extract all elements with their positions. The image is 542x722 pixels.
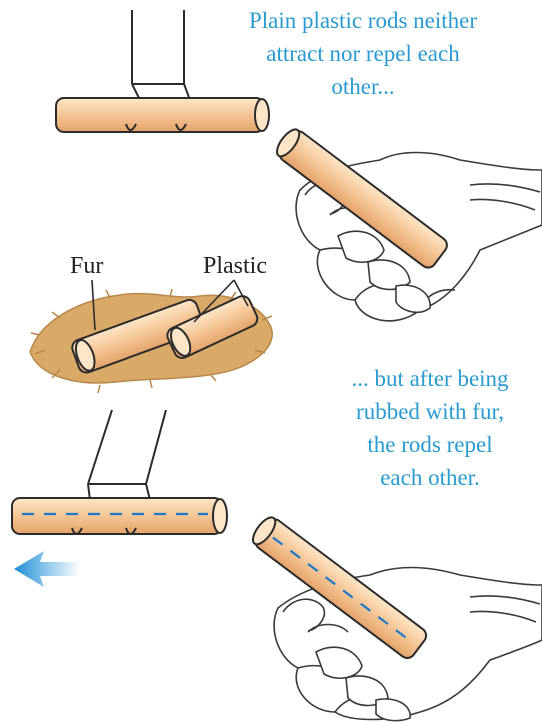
- caption-top-line-1: Plain plastic rods neither: [198, 4, 528, 37]
- repulsion-arrow-icon: [14, 551, 80, 587]
- caption-top-line-2: attract nor repel each: [198, 37, 528, 70]
- caption-bottom-line-1: ... but after being: [318, 362, 542, 395]
- top-hanging-rod: [56, 98, 269, 132]
- bottom-hanging-rod: [12, 498, 227, 534]
- caption-bottom-line-2: rubbed with fur,: [318, 395, 542, 428]
- bottom-suspension-strings: [88, 410, 166, 500]
- caption-top-line-3: other...: [198, 70, 528, 103]
- top-suspension-strings: [132, 10, 190, 100]
- caption-uncharged: Plain plastic rods neither attract nor r…: [198, 4, 528, 103]
- label-fur: Fur: [70, 252, 103, 280]
- label-plastic: Plastic: [203, 252, 267, 280]
- caption-charged: ... but after being rubbed with fur, the…: [318, 362, 542, 494]
- caption-bottom-line-3: the rods repel: [318, 428, 542, 461]
- caption-bottom-line-4: each other.: [318, 461, 542, 494]
